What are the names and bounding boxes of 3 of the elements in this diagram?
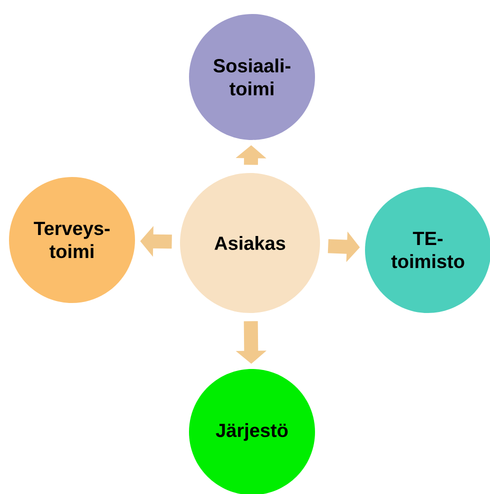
circle-node: Sosiaali- toimi (189, 14, 315, 140)
circle-node: Terveys- toimi (9, 177, 135, 303)
circle-node: Asiakas (180, 173, 320, 313)
